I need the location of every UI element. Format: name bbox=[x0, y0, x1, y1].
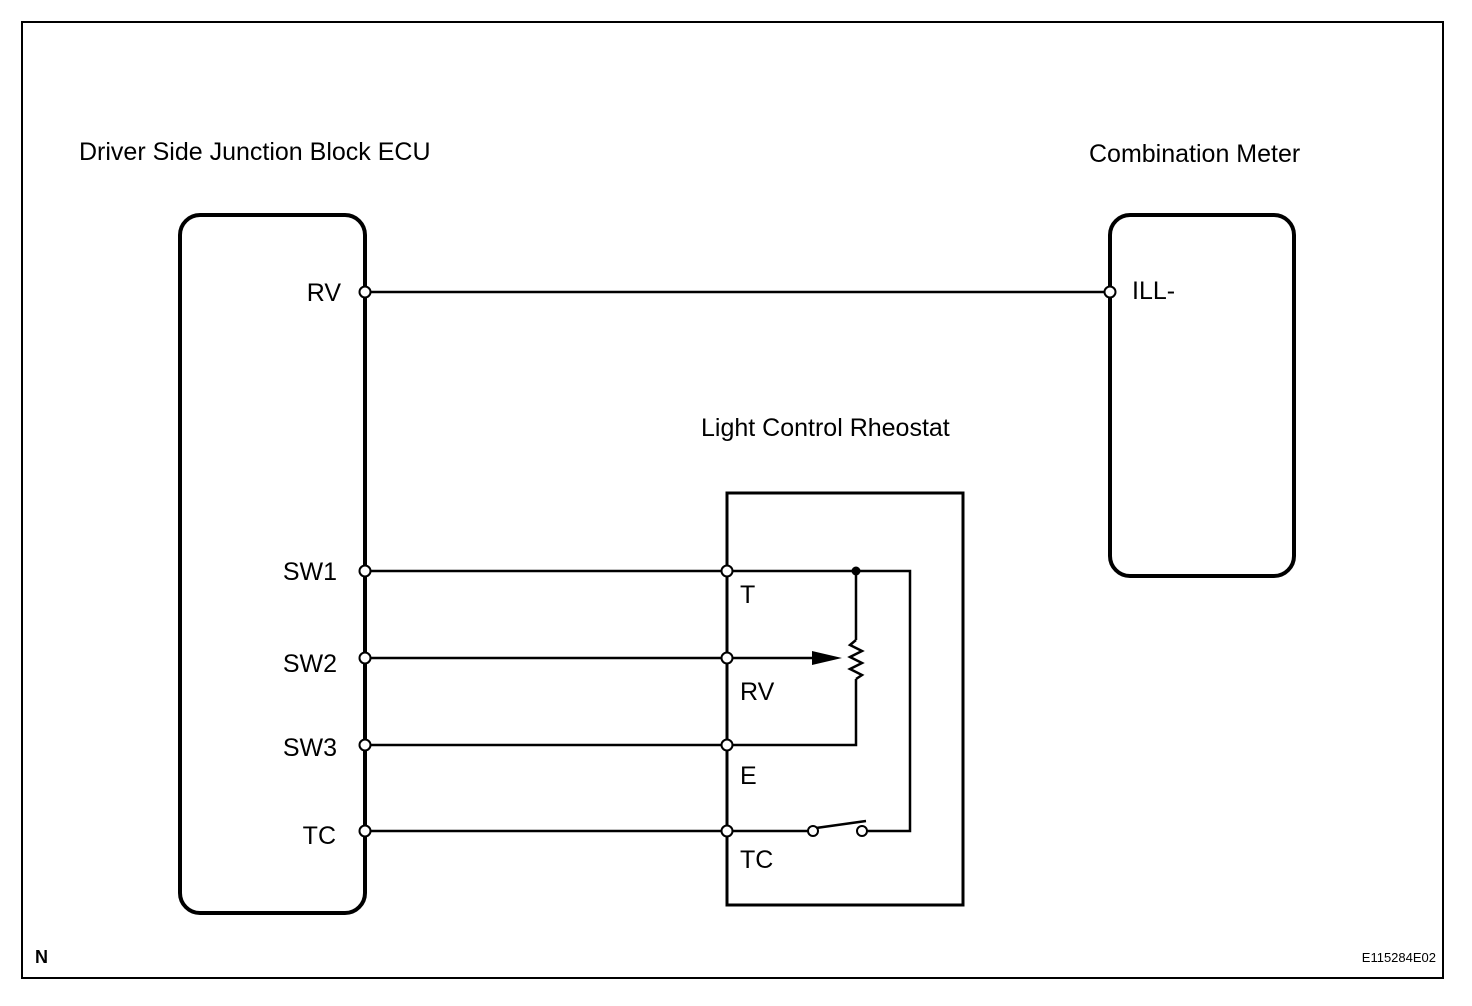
ecu-pin-label-rv: RV bbox=[307, 279, 342, 307]
ecu-pin-sw2 bbox=[358, 651, 372, 665]
rheostat-title: Light Control Rheostat bbox=[701, 414, 950, 442]
rheostat-pin-t bbox=[720, 564, 734, 578]
rheostat-pin-label-t: T bbox=[740, 581, 755, 609]
rheostat-pin-e bbox=[720, 738, 734, 752]
resistor-zigzag bbox=[847, 639, 865, 681]
rheostat-pin-rv bbox=[720, 651, 734, 665]
meter-pin-ill bbox=[1103, 285, 1117, 299]
ecu-pin-label-sw1: SW1 bbox=[283, 558, 337, 586]
rheostat-pin-label-rv: RV bbox=[740, 678, 775, 706]
ecu-pin-label-sw3: SW3 bbox=[283, 734, 337, 762]
meter-pin-label-ill: ILL- bbox=[1132, 277, 1175, 305]
ecu-title: Driver Side Junction Block ECU bbox=[79, 138, 431, 166]
switch-blade bbox=[815, 819, 867, 830]
ecu-pin-label-sw2: SW2 bbox=[283, 650, 337, 678]
diagram-frame bbox=[21, 21, 1444, 979]
meter-box bbox=[1108, 213, 1296, 578]
rheostat-pin-label-tc: TC bbox=[740, 846, 773, 874]
switch-contact-right bbox=[856, 825, 868, 837]
rheostat-pin-tc bbox=[720, 824, 734, 838]
rheostat-box bbox=[725, 491, 965, 907]
rheostat-pin-label-e: E bbox=[740, 762, 757, 790]
ecu-pin-rv bbox=[358, 285, 372, 299]
wire-resistor-e bbox=[727, 679, 858, 747]
ecu-pin-tc bbox=[358, 824, 372, 838]
wire-t-internal bbox=[727, 569, 912, 833]
figure-code: E115284E02 bbox=[1362, 950, 1436, 965]
ecu-pin-label-tc: TC bbox=[303, 822, 336, 850]
wiper-arrow bbox=[812, 651, 842, 665]
switch-contact-left bbox=[807, 825, 819, 837]
ecu-pin-sw3 bbox=[358, 738, 372, 752]
junction-dot bbox=[851, 566, 861, 576]
footer-left-mark: N bbox=[35, 947, 48, 967]
meter-title: Combination Meter bbox=[1089, 140, 1300, 168]
ecu-pin-sw1 bbox=[358, 564, 372, 578]
ecu-box bbox=[178, 213, 367, 915]
